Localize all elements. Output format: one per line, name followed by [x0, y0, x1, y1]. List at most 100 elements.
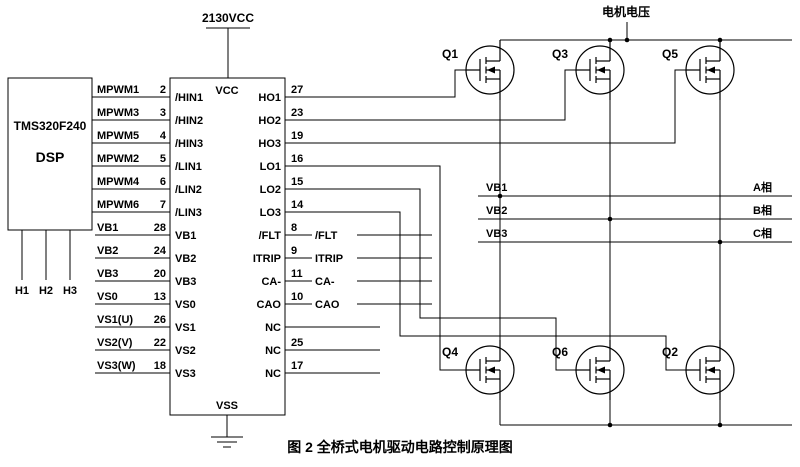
transistor-label: Q2	[662, 345, 678, 359]
pin-number: 26	[154, 314, 166, 326]
ext-net-label: CAO	[315, 299, 340, 311]
phase-net-label: VB3	[486, 228, 507, 240]
signal-label: VB1	[97, 222, 118, 234]
hall-label: H1	[15, 285, 29, 297]
dsp-box	[7, 77, 93, 231]
wire-ho1	[285, 69, 466, 98]
wire-ho3	[285, 69, 686, 144]
junction-dot	[624, 37, 630, 43]
pin-name: HO2	[258, 115, 281, 127]
dsp-subtitle-label: DSP	[36, 149, 65, 165]
figure-caption: 图 2 全桥式电机驱动电路控制原理图	[287, 439, 513, 455]
phase-labels: VB1 VB2 VB3 A相 B相 C相	[486, 180, 772, 240]
pin-number: 2	[160, 84, 166, 96]
pin-name: ITRIP	[253, 253, 281, 265]
gate-drive-wires	[285, 69, 686, 371]
pin-number: 7	[160, 199, 166, 211]
transistor-q3	[575, 39, 625, 101]
phase-output-label: A相	[753, 180, 772, 194]
junction-dot	[607, 422, 613, 428]
signal-label: MPWM4	[97, 176, 140, 188]
pin-name: LO1	[260, 161, 281, 173]
pin-name: /HIN1	[175, 92, 203, 104]
bridge-rails	[478, 37, 792, 428]
transistor-label: Q4	[442, 345, 458, 359]
pin-name: VS2	[175, 345, 196, 357]
hall-label: H3	[63, 285, 77, 297]
phase-output-label: C相	[753, 226, 772, 240]
signal-label: MPWM2	[97, 153, 139, 165]
signal-label: VB2	[97, 245, 118, 257]
junction-dot	[717, 422, 723, 428]
pin-number: 19	[291, 130, 303, 142]
dsp-block: TMS320F240 DSP H1 H2 H3	[7, 77, 93, 297]
ext-net-label: /FLT	[315, 230, 338, 242]
phase-net-label: VB1	[486, 182, 507, 194]
pin-number: 28	[154, 222, 166, 234]
motor-voltage-supply: 电机电压	[602, 4, 650, 40]
transistor-q2	[685, 339, 735, 401]
signal-label: VB3	[97, 268, 118, 280]
pin-name: /LIN1	[175, 161, 202, 173]
pin-number: 16	[291, 153, 303, 165]
signal-label: VS1(U)	[97, 314, 133, 326]
pin-name: HO3	[258, 138, 281, 150]
transistor-label: Q6	[552, 345, 568, 359]
pin-number: 22	[154, 337, 166, 349]
pin-name: NC	[265, 322, 281, 334]
wire-lo3	[285, 211, 686, 371]
motor-voltage-label: 电机电压	[602, 4, 650, 19]
pin-number: 25	[291, 337, 303, 349]
pin-name: VS3	[175, 368, 196, 380]
pin-number: 17	[291, 360, 303, 372]
junction-dot	[497, 193, 503, 199]
signal-label: VS3(W)	[97, 360, 136, 372]
pin-name: VB1	[175, 230, 196, 242]
signal-label: MPWM1	[97, 84, 139, 96]
vcc-net-label: 2130VCC	[202, 11, 254, 25]
wire-lo1	[285, 165, 466, 371]
driver-ic-box	[169, 77, 286, 416]
ic-vcc-label: VCC	[215, 85, 238, 97]
junction-dot	[717, 239, 723, 245]
phase-net-label: VB2	[486, 205, 507, 217]
signal-label: MPWM5	[97, 130, 139, 142]
pin-name: /HIN3	[175, 138, 203, 150]
transistor-q1	[465, 39, 515, 101]
transistor-q6	[575, 339, 625, 401]
signal-label: MPWM6	[97, 199, 139, 211]
driver-left-pins: MPWM1 2 /HIN1 MPWM3 3 /HIN2 MPWM5 4 /HIN…	[92, 84, 203, 380]
pin-number: 14	[291, 199, 304, 211]
pin-number: 6	[160, 176, 166, 188]
pin-name: NC	[265, 368, 281, 380]
pin-name: LO3	[260, 207, 281, 219]
pin-name: VS0	[175, 299, 196, 311]
driver-ic-block: VCC VSS	[169, 77, 286, 448]
dsp-name-label: TMS320F240	[14, 119, 87, 133]
pin-number: 27	[291, 84, 303, 96]
pin-number: 5	[160, 153, 166, 165]
signal-label: MPWM3	[97, 107, 139, 119]
transistor-q5	[685, 39, 735, 101]
pin-number: 8	[291, 222, 297, 234]
vcc-supply: 2130VCC	[202, 11, 254, 78]
pin-number: 18	[154, 360, 166, 372]
transistor-q4	[465, 339, 515, 401]
junction-dot	[607, 216, 613, 222]
pin-name: VS1	[175, 322, 196, 334]
pin-number: 15	[291, 176, 303, 188]
pin-number: 13	[154, 291, 166, 303]
pin-name: /LIN2	[175, 184, 202, 196]
pin-name: LO2	[260, 184, 281, 196]
transistor-label: Q1	[442, 47, 458, 61]
signal-label: VS2(V)	[97, 337, 133, 349]
hall-label: H2	[39, 285, 53, 297]
transistor-label: Q5	[662, 47, 678, 61]
signal-label: VS0	[97, 291, 118, 303]
pin-name: /HIN2	[175, 115, 203, 127]
ground-symbol	[211, 436, 243, 448]
pin-name: /LIN3	[175, 207, 202, 219]
pin-name: /FLT	[259, 230, 282, 242]
